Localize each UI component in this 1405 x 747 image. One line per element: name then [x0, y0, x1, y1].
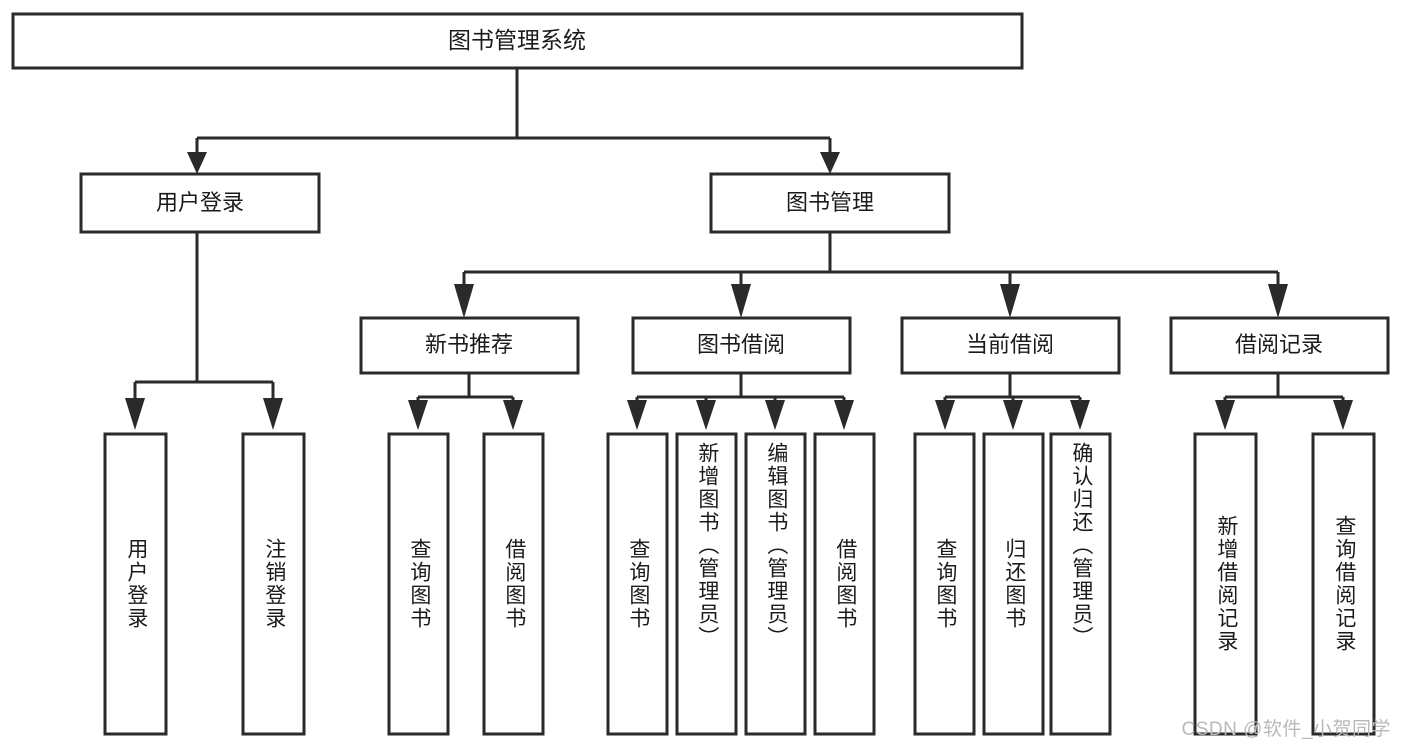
arrowhead-leaf-query-book-1 — [408, 400, 428, 430]
node-borrow-record[interactable]: 借阅记录 — [1169, 316, 1390, 375]
node-root[interactable]: 图书管理系统 — [11, 12, 1024, 70]
node-leaf-return-book-box[interactable] — [982, 432, 1045, 736]
arrowhead-leaf-confirm-return — [1070, 400, 1090, 430]
arrowhead-leaf-borrow-book-2 — [834, 400, 854, 430]
node-current-borrow-box[interactable] — [900, 316, 1121, 375]
arrowhead-user-login — [187, 152, 207, 174]
arrowhead-leaf-query-book-2 — [627, 400, 647, 430]
node-leaf-borrow-book-2-box[interactable] — [813, 432, 876, 736]
arrowhead-leaf-add-book — [696, 400, 716, 430]
arrowhead-leaf-query-record — [1333, 400, 1353, 430]
node-current-borrow[interactable]: 当前借阅 — [900, 316, 1121, 375]
node-user-login-box[interactable] — [79, 172, 321, 234]
node-leaf-query-book-3-box[interactable] — [913, 432, 976, 736]
node-user-login[interactable]: 用户登录 — [79, 172, 321, 234]
arrowhead-leaf-user-login — [125, 398, 145, 430]
node-book-borrow-box[interactable] — [631, 316, 852, 375]
node-borrow-record-label: 借阅记录 — [1235, 332, 1323, 357]
arrowhead-leaf-add-record — [1215, 400, 1235, 430]
node-leaf-confirm-return-box[interactable] — [1049, 432, 1112, 736]
arrowhead-leaf-borrow-book-1 — [503, 400, 523, 430]
node-new-book-recommend[interactable]: 新书推荐 — [359, 316, 580, 375]
node-book-borrow-label: 图书借阅 — [697, 332, 785, 357]
arrowhead-book-manage — [820, 152, 840, 174]
node-leaf-query-record-box[interactable] — [1311, 432, 1376, 736]
arrowhead-new-book-recommend — [454, 284, 474, 318]
node-new-book-recommend-label: 新书推荐 — [425, 332, 513, 357]
node-root-box[interactable] — [11, 12, 1024, 70]
arrowhead-leaf-return-book — [1003, 400, 1023, 430]
node-new-book-recommend-box[interactable] — [359, 316, 580, 375]
node-root-label: 图书管理系统 — [448, 27, 586, 53]
node-book-manage-label: 图书管理 — [786, 190, 874, 215]
node-borrow-record-box[interactable] — [1169, 316, 1390, 375]
node-current-borrow-label: 当前借阅 — [966, 332, 1054, 357]
node-leaf-query-book-2-box[interactable] — [606, 432, 669, 736]
arrowhead-leaf-logout — [263, 398, 283, 430]
node-leaf-query-book-1-box[interactable] — [387, 432, 450, 736]
node-book-manage-box[interactable] — [709, 172, 951, 234]
node-leaf-add-book-box[interactable] — [675, 432, 738, 736]
connectors — [125, 68, 1353, 430]
watermark: CSDN @软件_小贺同学 — [1181, 719, 1391, 740]
arrowhead-current-borrow — [1000, 284, 1020, 318]
node-book-borrow[interactable]: 图书借阅 — [631, 316, 852, 375]
arrowhead-book-borrow — [731, 284, 751, 318]
node-book-manage[interactable]: 图书管理 — [709, 172, 951, 234]
node-leaf-edit-book-box[interactable] — [744, 432, 807, 736]
arrowhead-leaf-query-book-3 — [935, 400, 955, 430]
node-user-login-label: 用户登录 — [156, 190, 244, 215]
node-leaf-borrow-book-1-box[interactable] — [482, 432, 545, 736]
node-leaf-user-login-box[interactable] — [103, 432, 168, 736]
node-leaf-logout-box[interactable] — [241, 432, 306, 736]
arrowhead-borrow-record — [1268, 284, 1288, 318]
node-leaf-add-record-box[interactable] — [1193, 432, 1258, 736]
arrowhead-leaf-edit-book — [765, 400, 785, 430]
